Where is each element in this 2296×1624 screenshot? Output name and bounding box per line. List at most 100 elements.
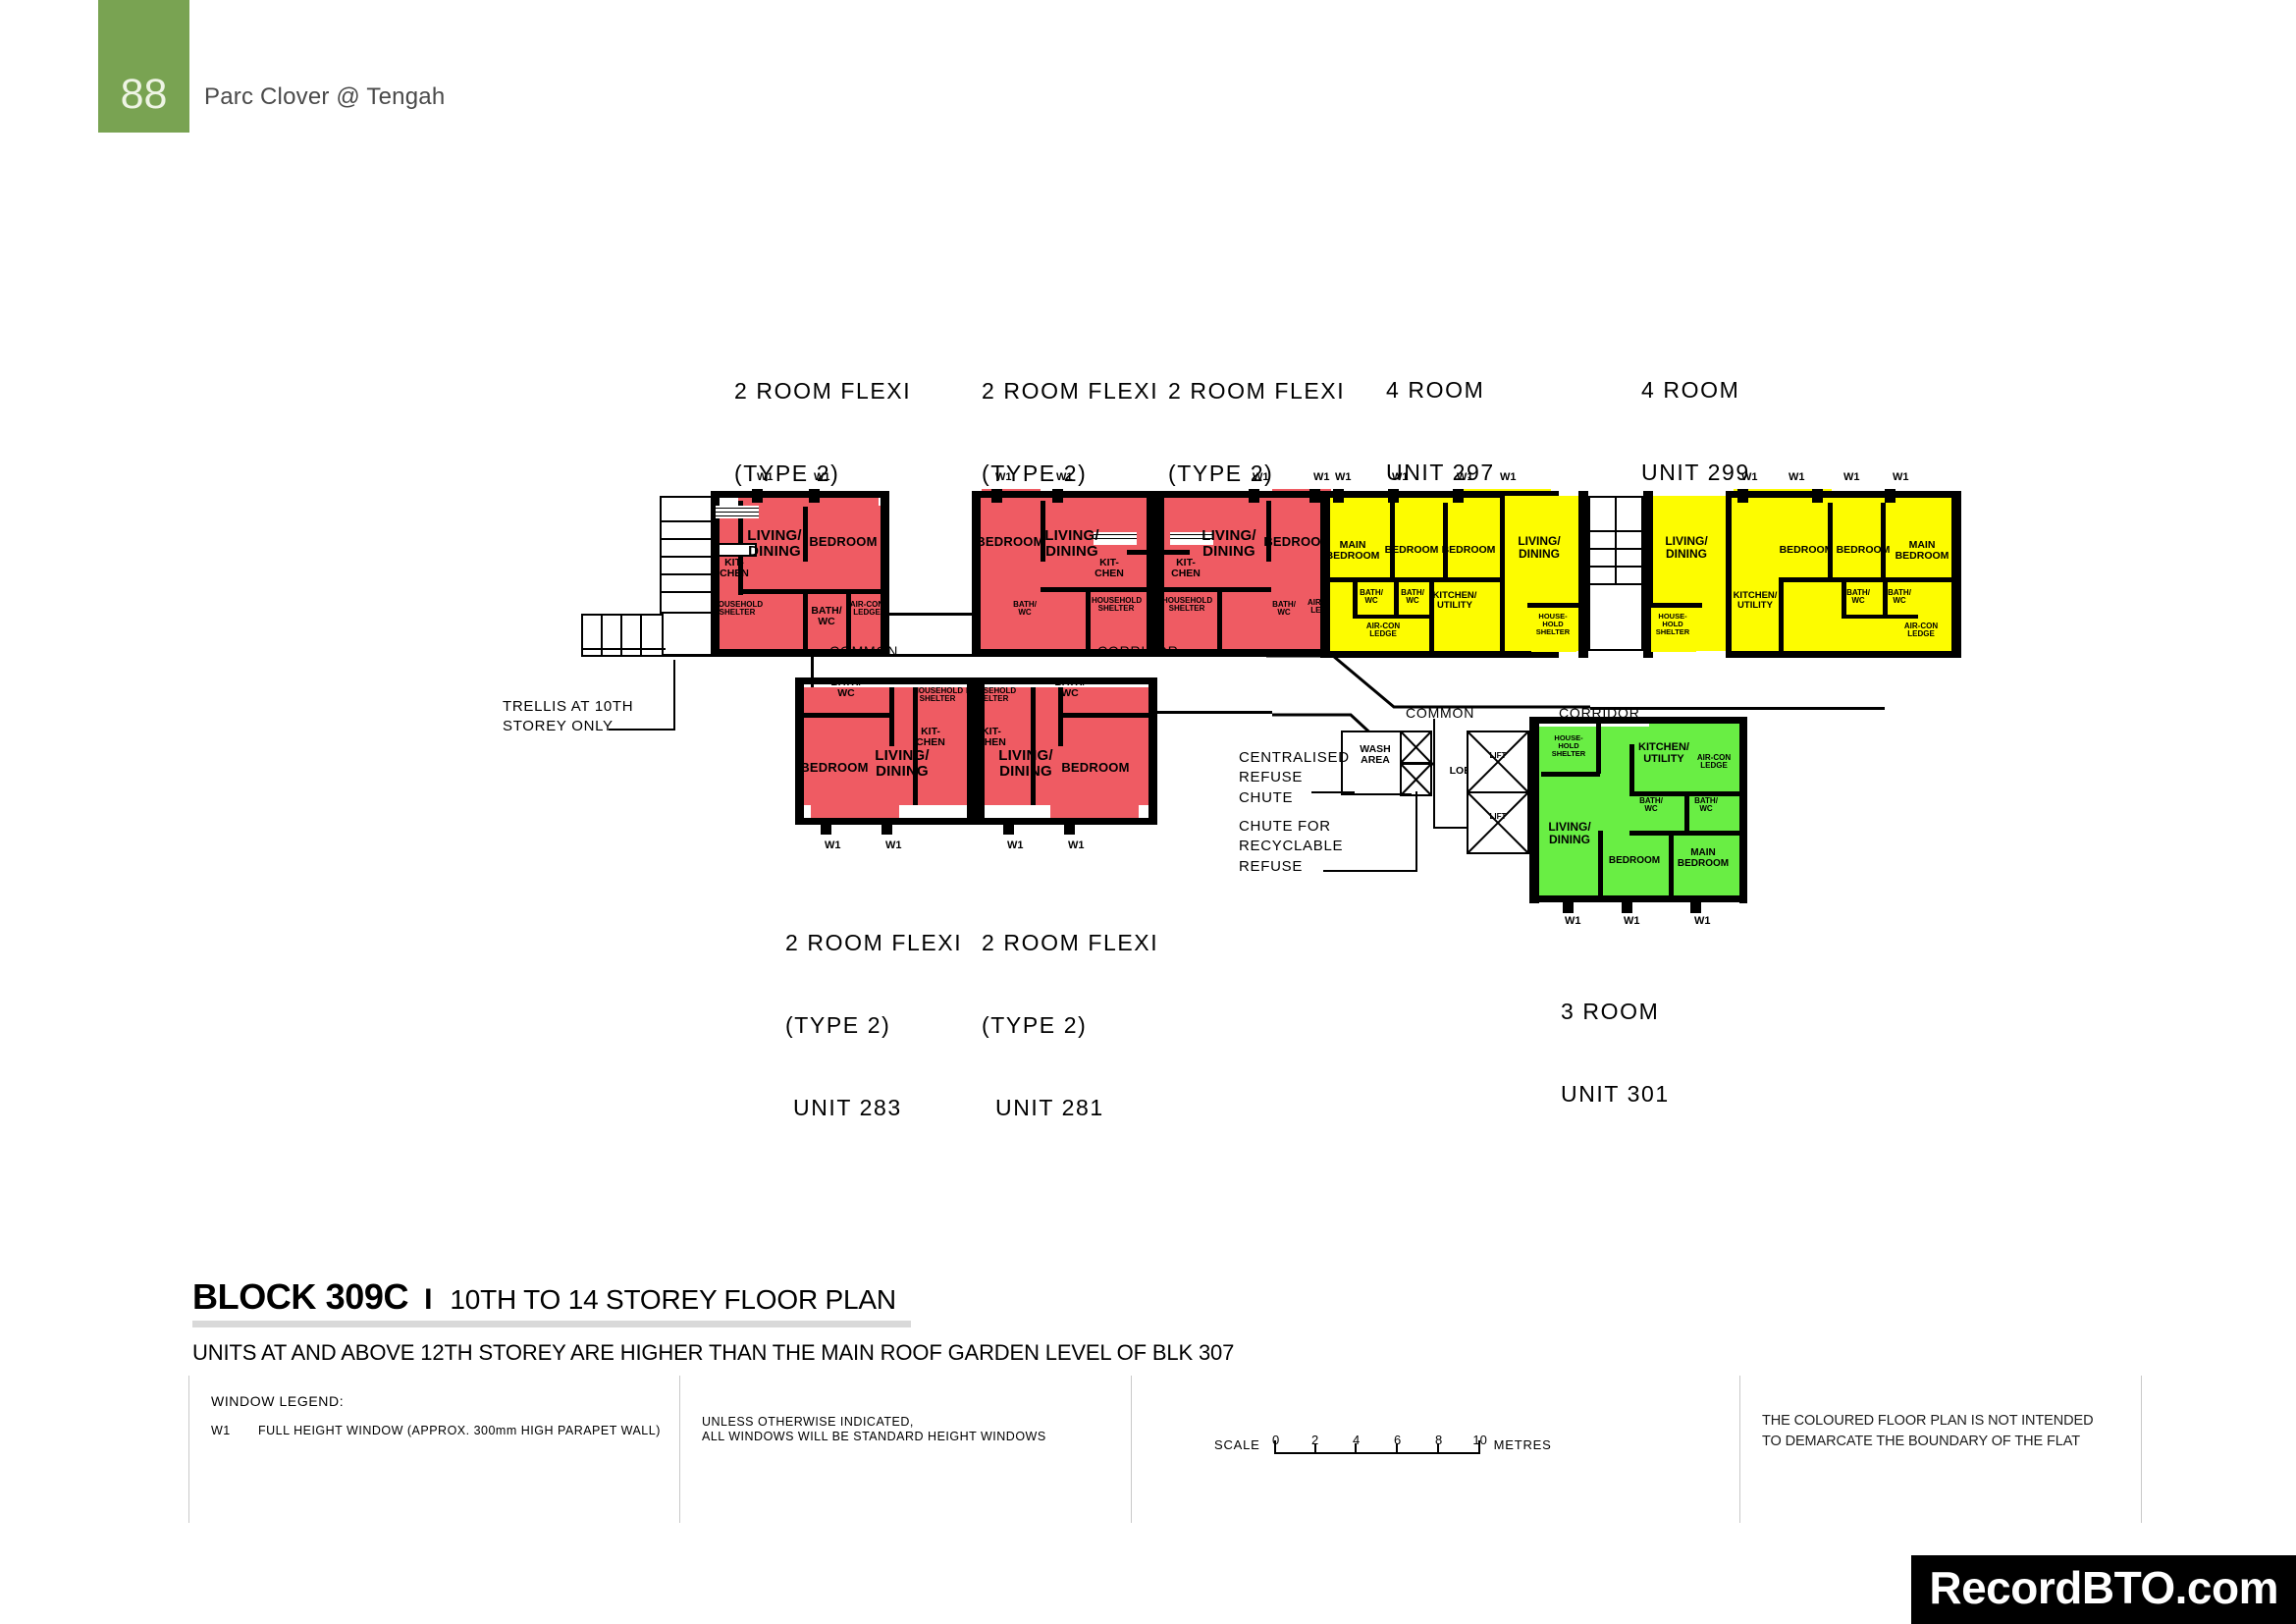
room-kitchen: KIT- CHEN — [1171, 557, 1201, 580]
window-tag-w1: W1 — [1313, 471, 1330, 483]
title-underline — [192, 1321, 911, 1327]
label-wash-area: WASH AREA — [1360, 743, 1391, 767]
room-kitchen-utility: KITCHEN/ UTILITY — [1432, 590, 1477, 611]
unit-281-subtype: (TYPE 2) — [982, 1012, 1088, 1039]
scale-tick-10: 10 — [1472, 1433, 1487, 1448]
window-legend-desc: FULL HEIGHT WINDOW (APPROX. 300mm HIGH P… — [258, 1424, 661, 1438]
room-household-shelter: HOUSEHOLD SHELTER — [966, 686, 1017, 704]
room-kitchen: KIT- CHEN — [916, 726, 945, 749]
room-living-dining: LIVING/ DINING — [1201, 527, 1256, 560]
scale-tick-4: 4 — [1353, 1433, 1361, 1448]
unit-283-type: 2 ROOM FLEXI — [785, 930, 963, 956]
room-kitchen: KIT- CHEN — [977, 726, 1006, 749]
room-household-shelter: HOUSEHOLD SHELTER — [913, 686, 964, 704]
unit-label-281: 2 ROOM FLEXI (TYPE 2) UNIT 281 — [982, 874, 1158, 1177]
room-household-shelter: HOUSEHOLD SHELTER — [1162, 596, 1213, 614]
window-legend-code: W1 — [211, 1424, 231, 1438]
window-tag-w1: W1 — [1741, 471, 1758, 483]
room-kitchen: KIT- CHEN — [1095, 557, 1124, 580]
scale-units: METRES — [1493, 1437, 1552, 1453]
room-bedroom: BEDROOM — [1441, 544, 1496, 556]
annotation-chute-recyclable: CHUTE FOR RECYCLABLE REFUSE — [1239, 818, 1344, 875]
title-separator: I — [424, 1283, 433, 1316]
room-living-dining: LIVING/ DINING — [875, 747, 930, 780]
window-legend-title: WINDOW LEGEND: — [211, 1393, 345, 1409]
room-bedroom: BEDROOM — [1061, 760, 1130, 775]
scale-label: SCALE — [1214, 1437, 1260, 1453]
label-corridor-left: CORRIDOR — [1097, 643, 1179, 659]
room-main-bedroom: MAIN BEDROOM — [1677, 847, 1730, 869]
room-bedroom: BEDROOM — [1779, 544, 1834, 556]
room-living-dining: LIVING/ DINING — [998, 747, 1053, 780]
room-bedroom: BEDROOM — [1836, 544, 1891, 556]
room-bath-wc: BATH/ WC — [1013, 600, 1037, 618]
room-living-dining: LIVING/ DINING — [1548, 820, 1591, 846]
storey-note: UNITS AT AND ABOVE 12TH STOREY ARE HIGHE… — [192, 1340, 1235, 1365]
window-tag-w1: W1 — [1007, 839, 1024, 851]
room-bedroom: BEDROOM — [976, 534, 1044, 549]
disclaimer-text: THE COLOURED FLOOR PLAN IS NOT INTENDED … — [1762, 1413, 2094, 1450]
stair-left — [660, 496, 717, 614]
room-bedroom: BEDROOM — [1263, 534, 1332, 549]
stair-left-lower — [581, 614, 664, 657]
window-tag-w1: W1 — [814, 471, 830, 483]
unit-281-type: 2 ROOM FLEXI — [982, 930, 1159, 956]
page-number-badge: 88 — [98, 0, 189, 133]
unit-297-number: UNIT 297 — [1386, 460, 1495, 486]
window-tag-w1: W1 — [1392, 471, 1409, 483]
lift-shafts — [1467, 731, 1529, 854]
room-household-shelter: HOUSE- HOLD SHELTER — [1655, 612, 1690, 636]
window-tag-w1: W1 — [885, 839, 902, 851]
room-aircon-ledge: AIR-CON LEDGE — [1696, 753, 1732, 771]
legend-scale: SCALE 0 2 4 6 8 10 METRES — [1131, 1376, 1739, 1523]
unit-291-service — [715, 589, 886, 656]
plan-name: 10TH TO 14 STOREY FLOOR PLAN — [450, 1284, 896, 1315]
window-tag-w1: W1 — [1335, 471, 1352, 483]
unit-295-subtype: (TYPE 2) — [1168, 460, 1274, 487]
unit-291-type: 2 ROOM FLEXI — [734, 378, 912, 405]
room-living-dining: LIVING/ DINING — [1665, 534, 1708, 561]
room-kitchen-utility: KITCHEN/ UTILITY — [1733, 590, 1778, 611]
legend-disclaimer: THE COLOURED FLOOR PLAN IS NOT INTENDED … — [1739, 1376, 2142, 1523]
legend-bar: WINDOW LEGEND: W1 FULL HEIGHT WINDOW (AP… — [188, 1376, 2142, 1523]
room-living-dining: LIVING/ DINING — [1518, 534, 1561, 561]
window-tag-w1: W1 — [1843, 471, 1860, 483]
room-aircon-ledge: AIR-CON LEDGE — [849, 600, 884, 618]
room-main-bedroom: MAIN BEDROOM — [1895, 539, 1949, 563]
label-lift-2: LIFT — [1489, 812, 1507, 821]
unit-label-283: 2 ROOM FLEXI (TYPE 2) UNIT 283 — [785, 874, 962, 1177]
window-tag-w1: W1 — [825, 839, 841, 851]
unit-281-number: UNIT 281 — [995, 1095, 1104, 1121]
room-aircon-ledge: AIR-CON LEDGE — [1365, 622, 1401, 639]
room-bath-wc: BATH/ WC — [1272, 600, 1296, 618]
room-bath-wc: BATH/ WC — [1639, 796, 1663, 814]
window-tag-w1: W1 — [1624, 915, 1640, 927]
refuse-chute-symbols — [1400, 731, 1432, 796]
room-living-dining: LIVING/ DINING — [747, 527, 802, 560]
window-tag-w1: W1 — [757, 471, 774, 483]
room-household-shelter: HOUSEHOLD SHELTER — [713, 600, 764, 618]
unit-291-sink — [718, 543, 757, 557]
room-living-dining: LIVING/ DINING — [1044, 527, 1099, 560]
scale-tick-8: 8 — [1435, 1433, 1443, 1448]
unit-299-number: UNIT 299 — [1641, 460, 1750, 486]
title-row: BLOCK 309C I 10TH TO 14 STOREY FLOOR PLA… — [192, 1276, 896, 1318]
label-common-right: COMMON — [1406, 705, 1475, 721]
unit-293-subtype: (TYPE 2) — [982, 460, 1088, 487]
room-bedroom: BEDROOM — [1608, 855, 1661, 866]
room-bath-wc: BATH/ WC — [1888, 588, 1911, 606]
room-bedroom: BEDROOM — [1384, 544, 1439, 556]
unit-301-number: UNIT 301 — [1561, 1081, 1670, 1108]
unit-297-shelter — [1531, 607, 1576, 652]
room-household-shelter: HOUSEHOLD SHELTER — [1092, 596, 1143, 614]
room-bedroom: BEDROOM — [800, 760, 869, 775]
room-kitchen: KIT- CHEN — [720, 557, 749, 580]
unit-301-type: 3 ROOM — [1561, 999, 1660, 1025]
window-tag-w1: W1 — [1068, 839, 1085, 851]
window-tag-w1: W1 — [1253, 471, 1269, 483]
room-aircon-ledge: AIR-CON LEDGE — [1903, 622, 1939, 639]
unit-283-subtype: (TYPE 2) — [785, 1012, 891, 1039]
page-title: Parc Clover @ Tengah — [204, 83, 446, 110]
room-bath-wc: BATH/ WC — [1846, 588, 1870, 606]
